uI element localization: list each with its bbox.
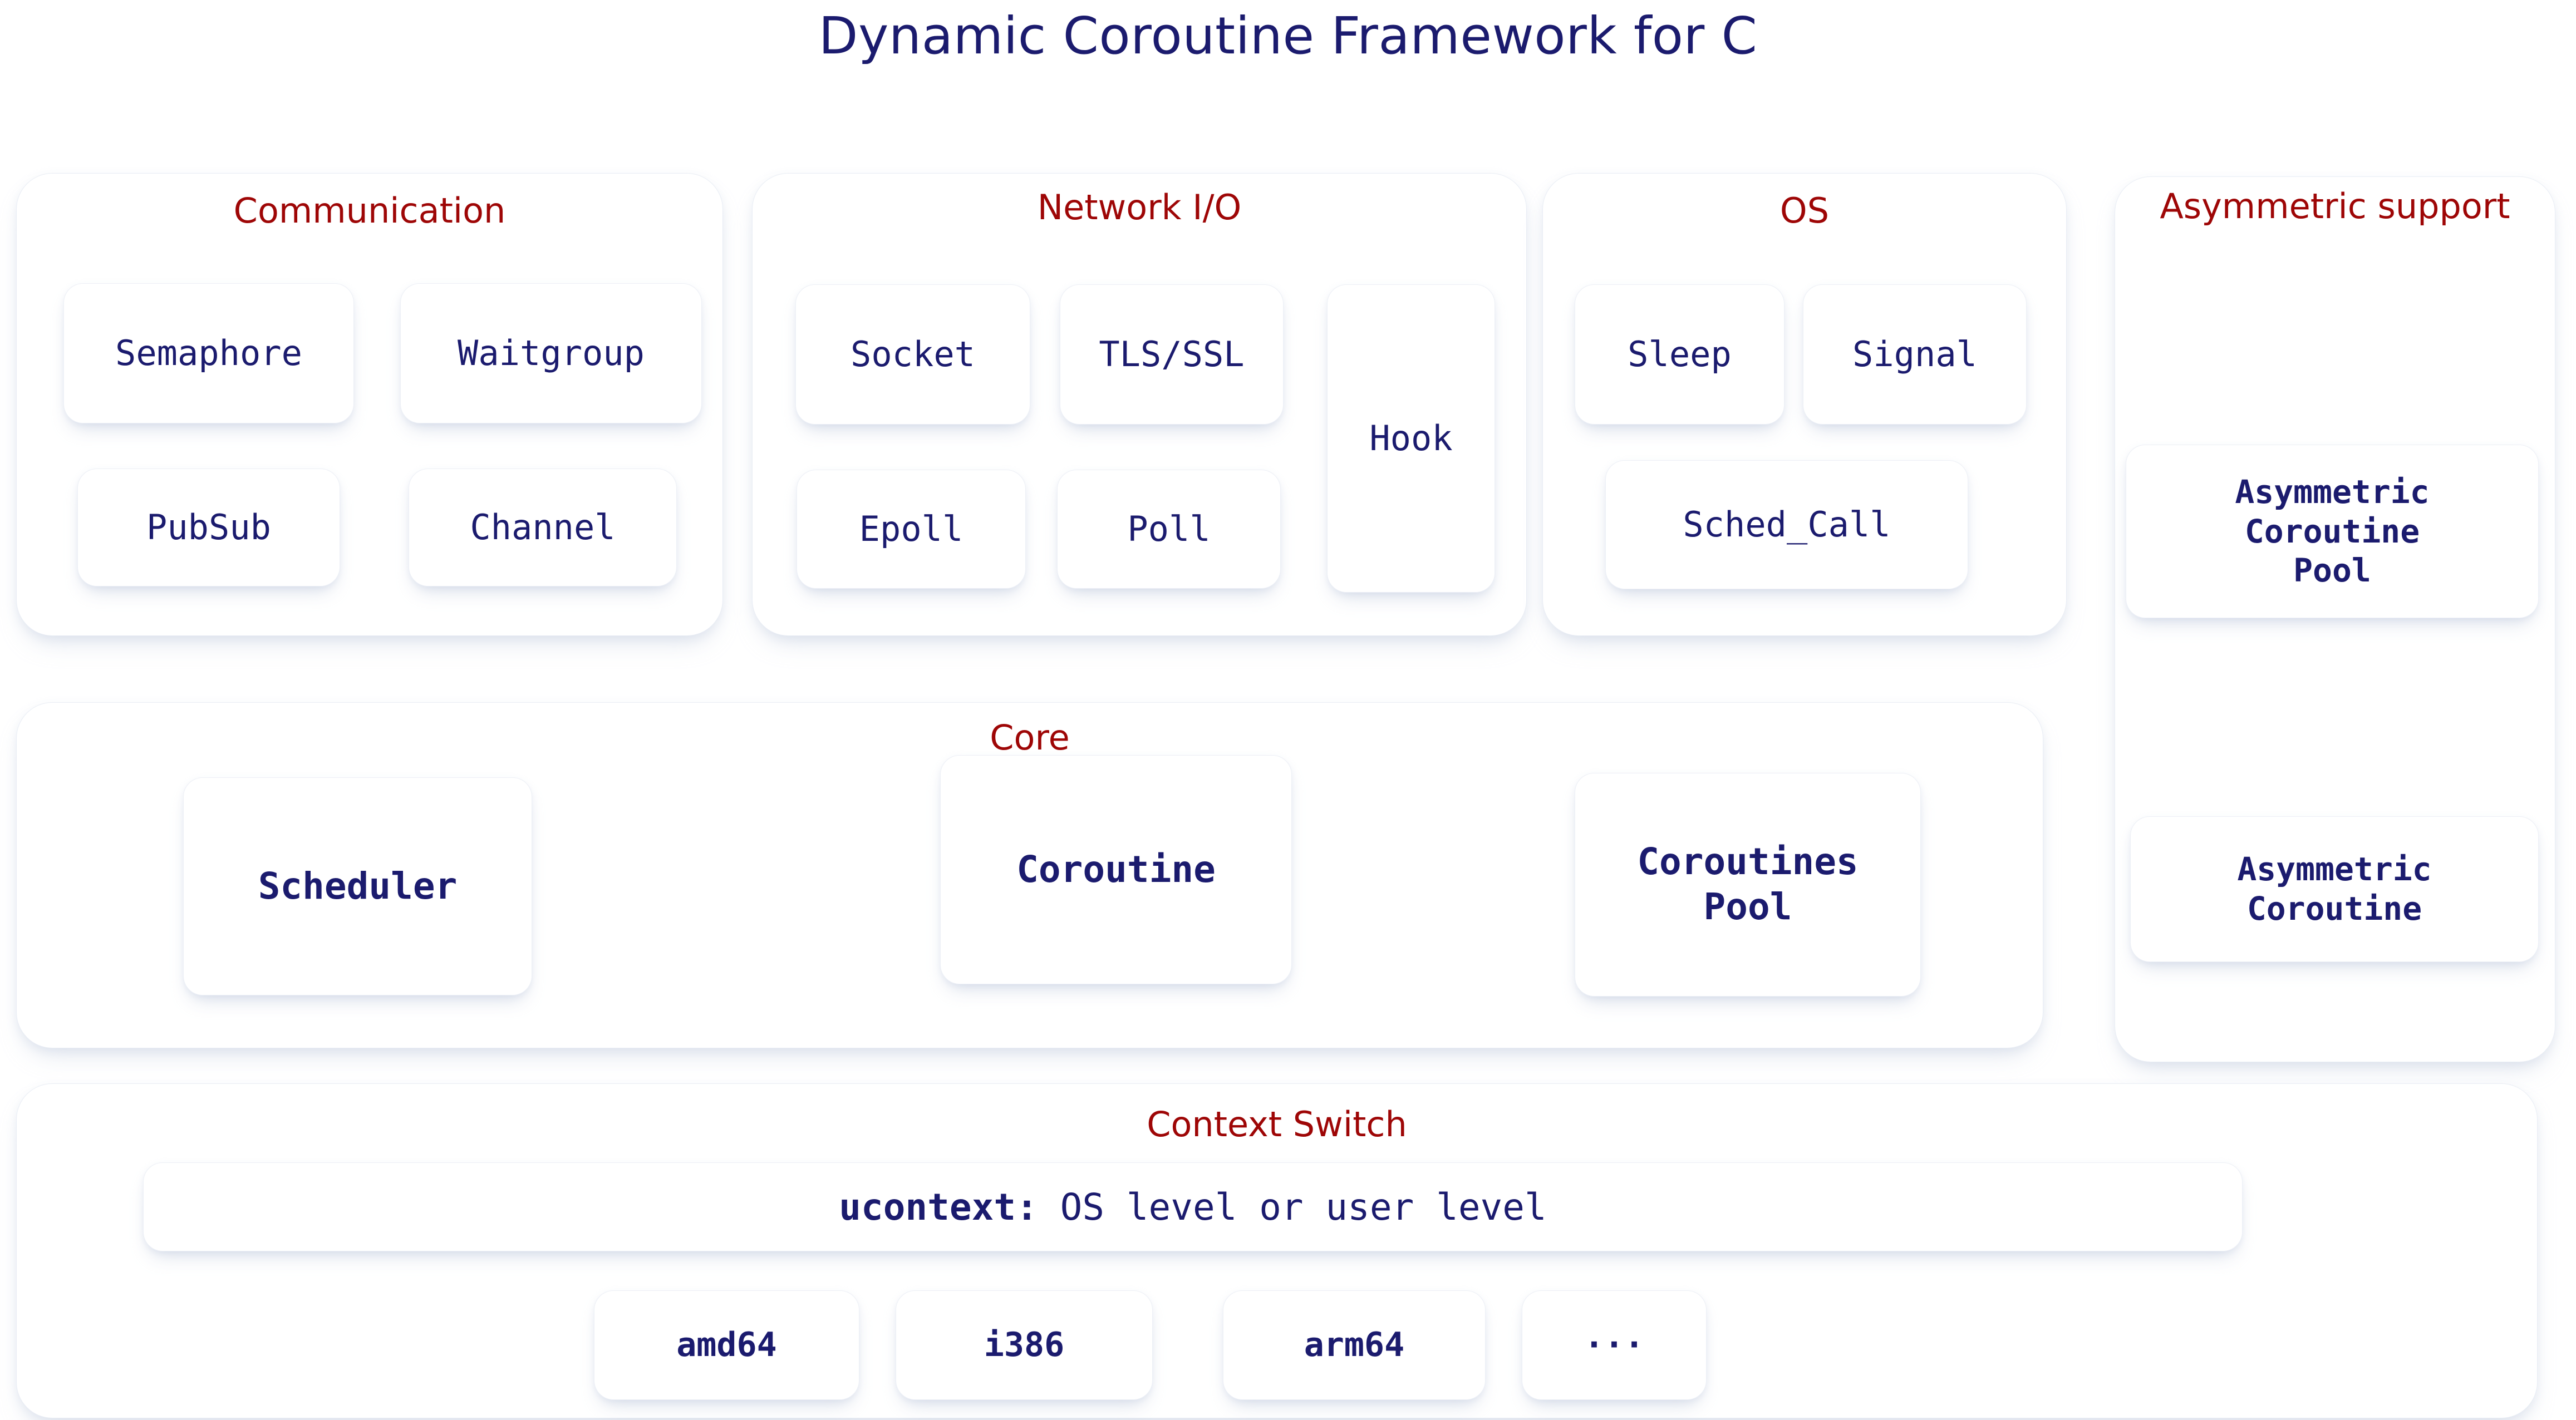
ucontext-keyword: ucontext: [839, 1185, 1038, 1229]
ucontext-description: OS level or user level [1038, 1185, 1547, 1229]
card-asymmetric-coroutine-label: Asymmetric Coroutine [2237, 850, 2432, 928]
card-waitgroup[interactable]: Waitgroup [401, 284, 701, 423]
card-waitgroup-label: Waitgroup [458, 333, 645, 374]
card-hook-label: Hook [1369, 418, 1453, 459]
card-coroutine-label: Coroutine [1016, 847, 1216, 891]
card-sched-call-label: Sched_Call [1683, 504, 1891, 545]
card-poll[interactable]: Poll [1058, 470, 1280, 588]
card-asymmetric-coroutine-pool[interactable]: Asymmetric Coroutine Pool [2126, 445, 2538, 618]
card-socket-label: Socket [851, 334, 975, 375]
card-coroutine[interactable]: Coroutine [941, 756, 1291, 984]
card-arch-amd64-label: amd64 [676, 1325, 777, 1364]
group-communication-header: Communication [233, 190, 506, 231]
card-semaphore-label: Semaphore [115, 333, 302, 374]
card-arch-arm64-label: arm64 [1304, 1325, 1405, 1364]
card-arch-i386-label: i386 [984, 1325, 1065, 1364]
card-signal-label: Signal [1852, 334, 1977, 375]
card-arch-amd64[interactable]: amd64 [594, 1291, 859, 1399]
card-epoll[interactable]: Epoll [797, 470, 1025, 588]
card-hook[interactable]: Hook [1328, 285, 1495, 592]
card-pubsub[interactable]: PubSub [78, 469, 340, 586]
card-tls-ssl-label: TLS/SSL [1099, 334, 1245, 375]
card-arch-arm64[interactable]: arm64 [1223, 1291, 1485, 1399]
card-tls-ssl[interactable]: TLS/SSL [1060, 285, 1283, 424]
card-poll-label: Poll [1127, 509, 1211, 550]
group-context-switch-header: Context Switch [1147, 1104, 1407, 1145]
card-asymmetric-coroutine[interactable]: Asymmetric Coroutine [2131, 817, 2538, 962]
card-arch-more[interactable]: ··· [1522, 1291, 1706, 1399]
group-network-io-header: Network I/O [1037, 187, 1242, 228]
card-arch-i386[interactable]: i386 [896, 1291, 1152, 1399]
card-pubsub-label: PubSub [146, 507, 271, 548]
group-os-header: OS [1779, 190, 1830, 231]
card-scheduler-label: Scheduler [258, 864, 458, 908]
card-signal[interactable]: Signal [1803, 285, 2026, 424]
card-coroutines-pool-label: Coroutines Pool [1637, 840, 1859, 928]
card-scheduler[interactable]: Scheduler [184, 778, 532, 995]
card-arch-more-label: ··· [1584, 1325, 1645, 1364]
card-channel-label: Channel [470, 507, 616, 548]
card-ucontext-banner[interactable]: ucontext: OS level or user level [144, 1163, 2242, 1251]
card-ucontext-banner-label: ucontext: OS level or user level [839, 1186, 1547, 1229]
card-asymmetric-coroutine-pool-label: Asymmetric Coroutine Pool [2235, 472, 2430, 590]
card-sched-call[interactable]: Sched_Call [1606, 461, 1968, 589]
card-epoll-label: Epoll [859, 509, 963, 550]
card-sleep[interactable]: Sleep [1575, 285, 1784, 424]
group-core-header: Core [990, 717, 1070, 758]
group-asymmetric-support-header: Asymmetric support [2160, 186, 2510, 226]
card-semaphore[interactable]: Semaphore [64, 284, 353, 423]
card-channel[interactable]: Channel [409, 469, 676, 586]
card-coroutines-pool[interactable]: Coroutines Pool [1575, 773, 1920, 996]
page-title: Dynamic Coroutine Framework for C [818, 6, 1758, 66]
card-socket[interactable]: Socket [796, 285, 1030, 424]
card-sleep-label: Sleep [1628, 334, 1732, 375]
